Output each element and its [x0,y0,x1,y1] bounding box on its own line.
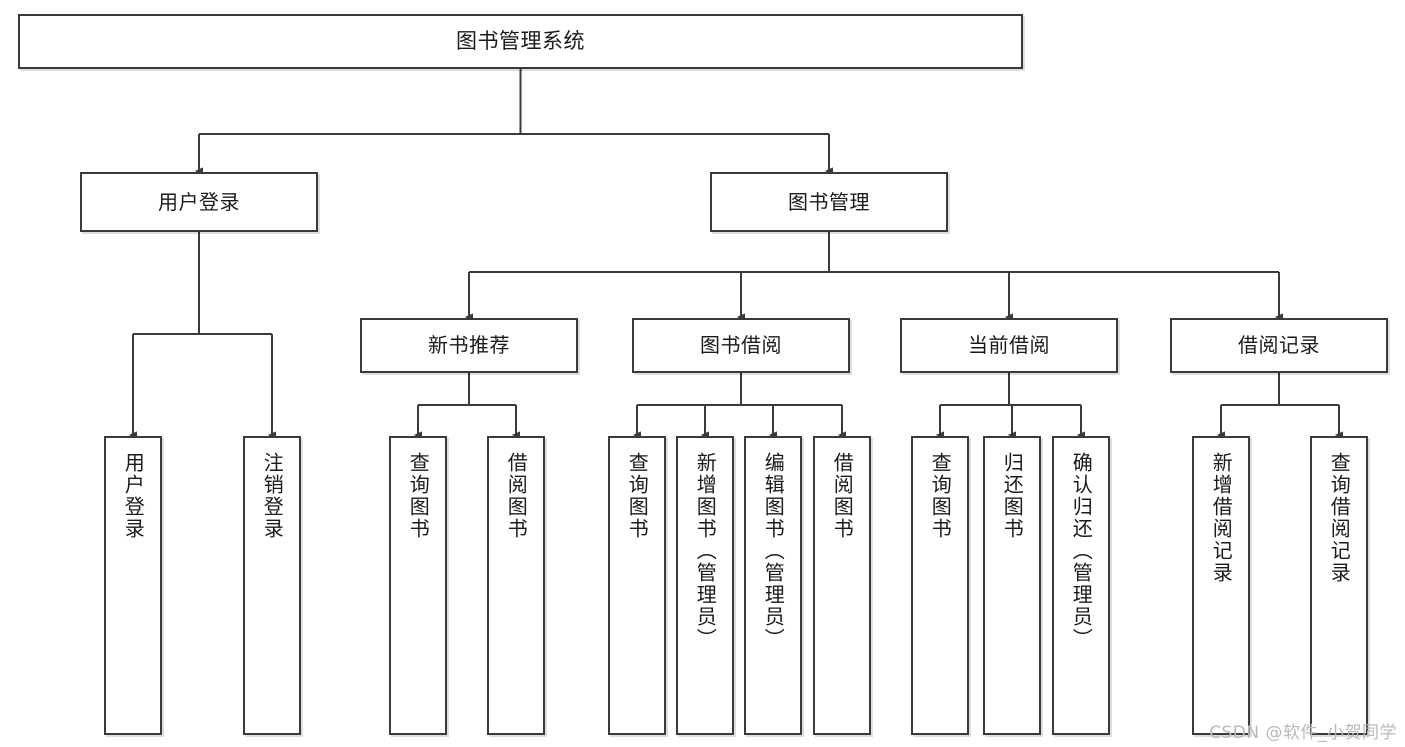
node-label-leaf-add-record: 新增借阅记录 [1209,452,1234,584]
node-borrow-record[interactable]: 借阅记录 [1170,318,1388,373]
node-label-leaf-user-logout: 注销登录 [260,452,285,540]
csdn-watermark: CSDN @软件_小贺同学 [1209,723,1397,743]
node-label-leaf-confirm-return: 确认归还（管理员） [1069,452,1094,650]
node-label-borrow-record: 借阅记录 [1238,333,1320,357]
node-label-leaf-query-book-3: 查询图书 [928,452,953,540]
node-leaf-borrow-book-2[interactable]: 借阅图书 [813,436,871,735]
node-leaf-edit-book[interactable]: 编辑图书（管理员） [744,436,802,735]
node-book-borrow[interactable]: 图书借阅 [632,318,850,373]
node-label-user-login: 用户登录 [158,189,240,214]
edge-group [128,69,1344,439]
node-leaf-add-book[interactable]: 新增图书（管理员） [676,436,734,735]
node-leaf-query-record[interactable]: 查询借阅记录 [1310,436,1368,735]
node-label-leaf-borrow-book-2: 借阅图书 [830,452,855,540]
node-label-leaf-user-login: 用户登录 [121,452,146,540]
node-label-leaf-query-record: 查询借阅记录 [1327,452,1352,584]
node-leaf-query-book-2[interactable]: 查询图书 [608,436,666,735]
node-user-login[interactable]: 用户登录 [80,172,318,232]
node-leaf-return-book[interactable]: 归还图书 [983,436,1041,735]
node-label-leaf-return-book: 归还图书 [1000,452,1025,540]
node-leaf-user-logout[interactable]: 注销登录 [243,436,301,735]
node-leaf-query-book-1[interactable]: 查询图书 [389,436,447,735]
node-book-manage[interactable]: 图书管理 [710,172,948,232]
node-leaf-add-record[interactable]: 新增借阅记录 [1192,436,1250,735]
node-new-book-rec[interactable]: 新书推荐 [360,318,578,373]
node-leaf-borrow-book-1[interactable]: 借阅图书 [487,436,545,735]
node-label-leaf-add-book: 新增图书（管理员） [693,452,718,650]
node-label-leaf-edit-book: 编辑图书（管理员） [761,452,786,650]
node-current-borrow[interactable]: 当前借阅 [900,318,1118,373]
node-label-leaf-query-book-2: 查询图书 [625,452,650,540]
node-label-leaf-borrow-book-1: 借阅图书 [504,452,529,540]
node-label-book-borrow: 图书借阅 [700,333,782,357]
node-root[interactable]: 图书管理系统 [18,14,1023,69]
node-label-root: 图书管理系统 [456,29,585,54]
node-leaf-query-book-3[interactable]: 查询图书 [911,436,969,735]
node-label-book-manage: 图书管理 [788,189,870,214]
node-label-new-book-rec: 新书推荐 [428,333,510,357]
node-label-current-borrow: 当前借阅 [968,333,1050,357]
node-leaf-confirm-return[interactable]: 确认归还（管理员） [1052,436,1110,735]
node-leaf-user-login[interactable]: 用户登录 [104,436,162,735]
node-label-leaf-query-book-1: 查询图书 [406,452,431,540]
